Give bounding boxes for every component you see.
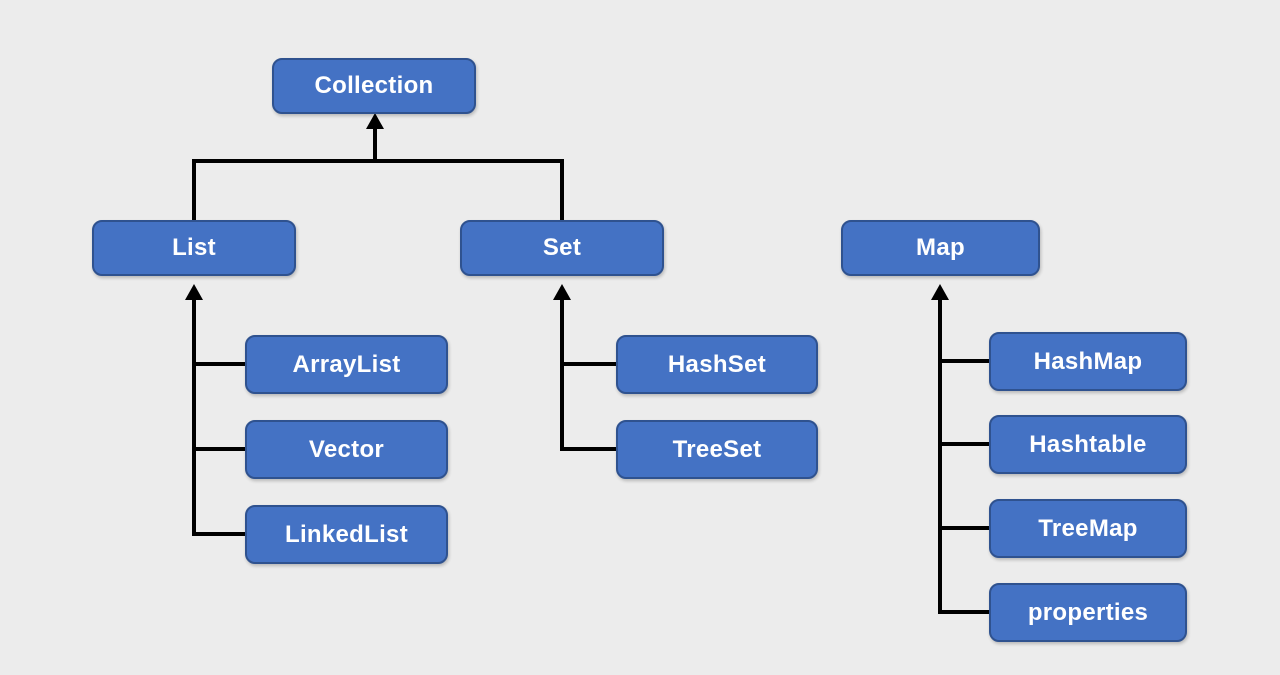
node-hashset: HashSet <box>616 335 818 394</box>
node-map: Map <box>841 220 1040 276</box>
node-collection: Collection <box>272 58 476 114</box>
node-arraylist: ArrayList <box>245 335 448 394</box>
connector-branch-treemap <box>938 526 990 530</box>
node-hashtable: Hashtable <box>989 415 1187 474</box>
node-list: List <box>92 220 296 276</box>
connector-branch-linkedlist <box>192 532 246 536</box>
arrow-up-icon <box>185 284 203 300</box>
connector-list-shaft <box>192 298 196 536</box>
connector-map-shaft <box>938 298 942 614</box>
node-treeset: TreeSet <box>616 420 818 479</box>
connector-set-shaft <box>560 298 564 451</box>
node-hashmap: HashMap <box>989 332 1187 391</box>
node-properties: properties <box>989 583 1187 642</box>
arrow-up-icon <box>553 284 571 300</box>
connector-collection-shaft <box>373 127 377 163</box>
connector-branch-treeset <box>560 447 617 451</box>
node-linkedlist: LinkedList <box>245 505 448 564</box>
connector-collection-children-hline <box>192 159 564 163</box>
connector-branch-hashtable <box>938 442 990 446</box>
node-set: Set <box>460 220 664 276</box>
connector-branch-vector <box>192 447 246 451</box>
node-treemap: TreeMap <box>989 499 1187 558</box>
arrow-up-icon <box>931 284 949 300</box>
connector-branch-arraylist <box>192 362 246 366</box>
connector-set-drop <box>560 159 564 220</box>
connector-branch-hashset <box>560 362 617 366</box>
node-vector: Vector <box>245 420 448 479</box>
connector-list-drop <box>192 159 196 220</box>
connector-branch-properties <box>938 610 990 614</box>
arrow-up-icon <box>366 113 384 129</box>
connector-branch-hashmap <box>938 359 990 363</box>
